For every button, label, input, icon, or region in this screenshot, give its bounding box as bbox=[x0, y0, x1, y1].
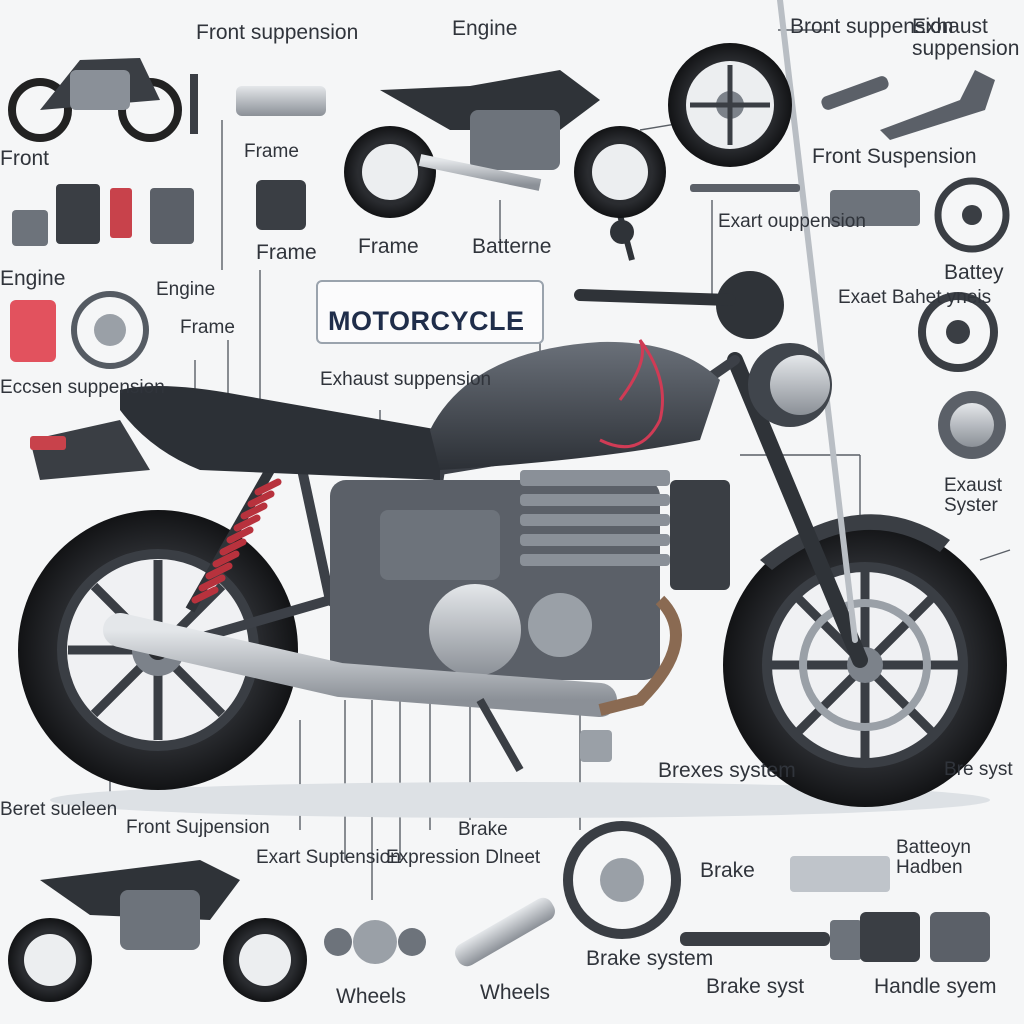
title-text: MOTORCYCLE bbox=[328, 306, 525, 336]
part-label: Front Sujpension bbox=[126, 817, 270, 838]
part-label: Exaust Syster bbox=[944, 475, 1003, 516]
headlight bbox=[574, 214, 832, 427]
part-label: Eccsen suppension bbox=[0, 377, 165, 398]
part-label: Front Suspension bbox=[812, 145, 977, 168]
part-label: Expression Dlneet bbox=[386, 847, 541, 868]
part-label: Frame bbox=[358, 235, 419, 258]
part-label: Batterne bbox=[472, 235, 552, 258]
part-label: Batteoyn Hadben bbox=[896, 837, 971, 878]
part-label: Wheels bbox=[336, 985, 407, 1008]
part-label: Brake bbox=[700, 859, 755, 882]
thumbnail-parts-right-column bbox=[830, 177, 1010, 459]
part-label: Handle syem bbox=[874, 975, 997, 998]
part-label: Exhaust suppension bbox=[320, 369, 492, 390]
diagram-title: MOTORCYCLE bbox=[316, 280, 544, 344]
thumbnail-parts-top-right bbox=[690, 70, 995, 192]
thumbnail-motorcycle-bottom-left bbox=[8, 860, 307, 1002]
thumbnail-wheel-top-right bbox=[668, 43, 792, 167]
part-label: Engine bbox=[452, 17, 518, 40]
part-label: Frame bbox=[256, 241, 317, 264]
part-label: Brake bbox=[458, 819, 508, 840]
part-label: Wheels bbox=[480, 981, 551, 1004]
part-label: Brake syst bbox=[706, 975, 805, 998]
part-label: Bre syst bbox=[944, 759, 1013, 780]
part-label: Front bbox=[0, 147, 50, 170]
thumbnail-motorcycle-top-center bbox=[344, 70, 666, 218]
fuel-tank-and-seat bbox=[30, 341, 720, 480]
thumbnail-motorcycle-top-left bbox=[8, 58, 182, 142]
part-label: Front suppension bbox=[196, 21, 359, 44]
thumbnail-parts-bottom-row bbox=[324, 730, 990, 967]
part-label: Engine bbox=[0, 267, 66, 290]
part-label: Battey bbox=[944, 261, 1004, 284]
part-label: Beret sueleen bbox=[0, 799, 118, 820]
part-label: Exaet Bahet yneis bbox=[838, 287, 992, 308]
exhaust-pipe bbox=[103, 595, 682, 717]
part-label: Frame bbox=[180, 317, 235, 338]
part-label: Brake system bbox=[586, 947, 714, 970]
part-label: Engine bbox=[156, 279, 216, 300]
part-label: Frame bbox=[244, 141, 299, 162]
engine-block bbox=[330, 470, 730, 680]
part-label: Bront suppension bbox=[790, 15, 954, 38]
rear-shock bbox=[185, 467, 282, 613]
part-label: Exart Suptension bbox=[256, 847, 401, 868]
thumbnail-parts-left-column bbox=[10, 74, 326, 369]
part-label: Brexes system bbox=[658, 759, 796, 782]
part-label: Exart ouppension bbox=[718, 211, 866, 232]
part-label: Exhaust suppension bbox=[912, 15, 1020, 61]
